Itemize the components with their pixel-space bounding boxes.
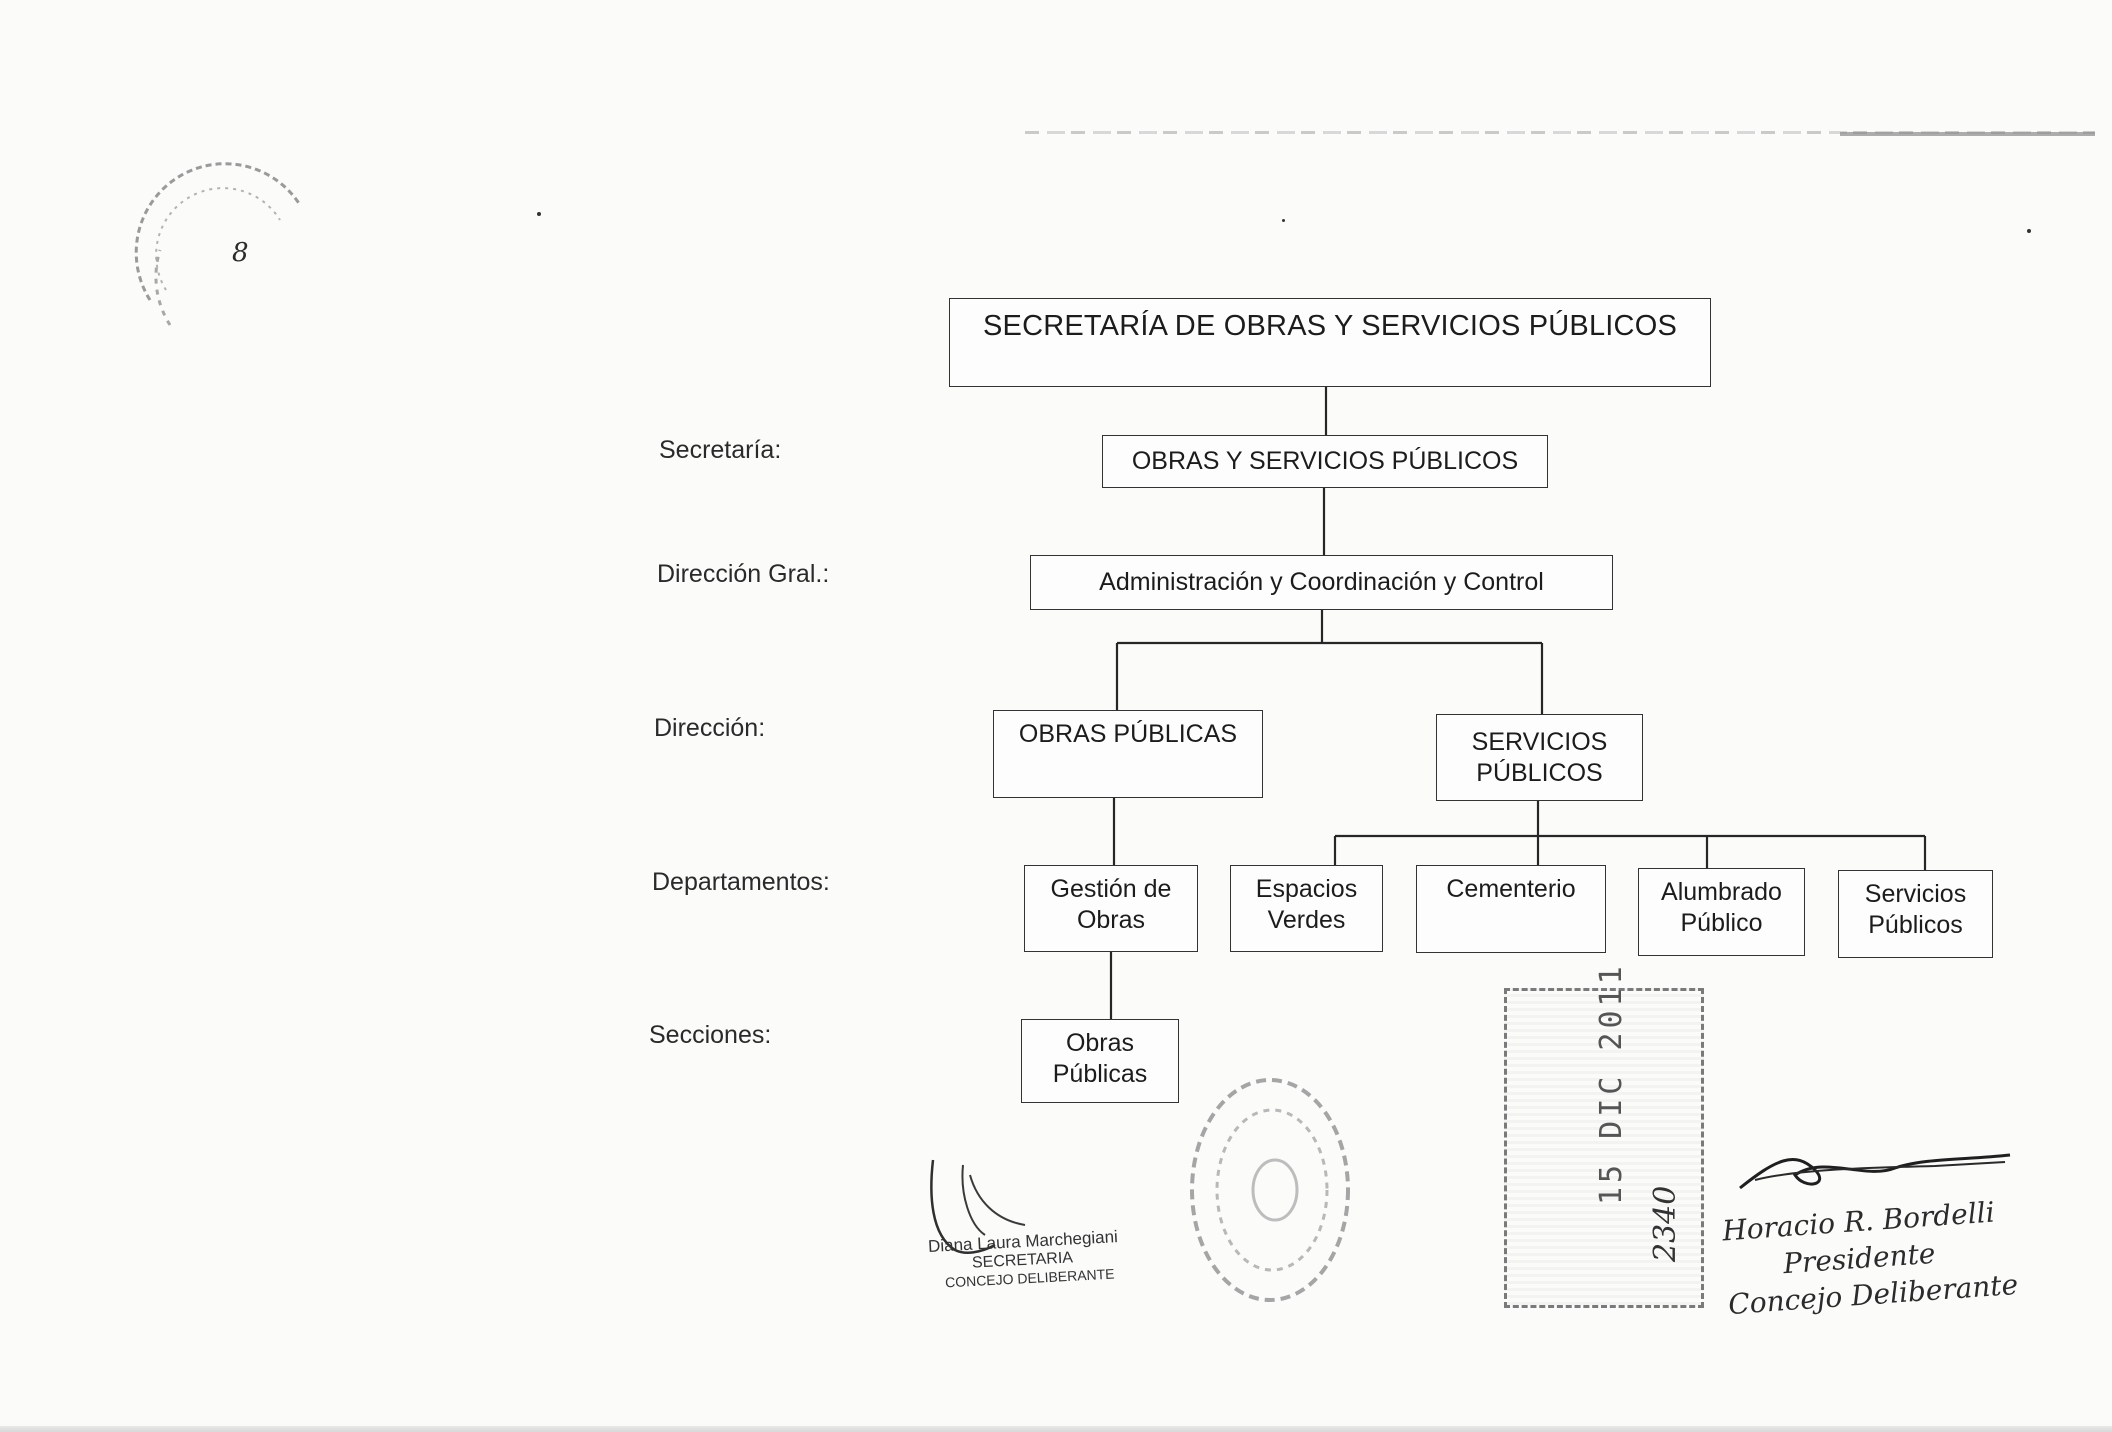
node-direccion-general: Administración y Coordinación y Control [1030,555,1613,610]
signature-left-scribble [930,1159,1026,1254]
scan-artifact-line [1025,131,2095,134]
node-dep-espacios-verdes: Espacios Verdes [1230,865,1383,952]
scan-speck [1282,219,1285,222]
level-label-departamentos: Departamentos: [652,868,830,896]
page-number-handwritten: 8 [232,238,249,268]
signature-right-scribble [1739,1153,2011,1190]
node-seccion-obras-publicas: Obras Públicas [1021,1019,1179,1103]
node-direccion-obras-publicas: OBRAS PÚBLICAS [993,710,1263,798]
node-dep-cementerio: Cementerio [1416,865,1606,953]
node-dep-alumbrado-publico: Alumbrado Público [1638,868,1805,956]
scan-bottom-edge [0,1426,2112,1432]
municipal-seal-stamp [1190,1078,1350,1302]
scan-artifact-line-dark [1840,132,2095,136]
received-stamp-date: 15 DIC 2011 [1594,962,1629,1205]
node-secretaria: OBRAS Y SERVICIOS PÚBLICOS [1102,435,1548,488]
page-seal-stamp [134,162,302,326]
received-stamp [1504,988,1704,1308]
level-label-direccion-gral: Dirección Gral.: [657,560,830,588]
received-stamp-entry-number: 2340 [1648,1185,1683,1262]
level-label-secciones: Secciones: [649,1021,772,1049]
node-title-secretaria-obras: SECRETARÍA DE OBRAS Y SERVICIOS PÚBLICOS [949,298,1711,387]
scan-speck [537,212,541,216]
level-label-direccion: Dirección: [654,714,766,742]
node-direccion-servicios-publicos: SERVICIOS PÚBLICOS [1436,714,1643,801]
level-label-secretaria: Secretaría: [659,436,782,464]
node-dep-gestion-obras: Gestión de Obras [1024,865,1198,952]
scan-speck [2027,229,2031,233]
node-dep-servicios-publicos: Servicios Públicos [1838,870,1993,958]
